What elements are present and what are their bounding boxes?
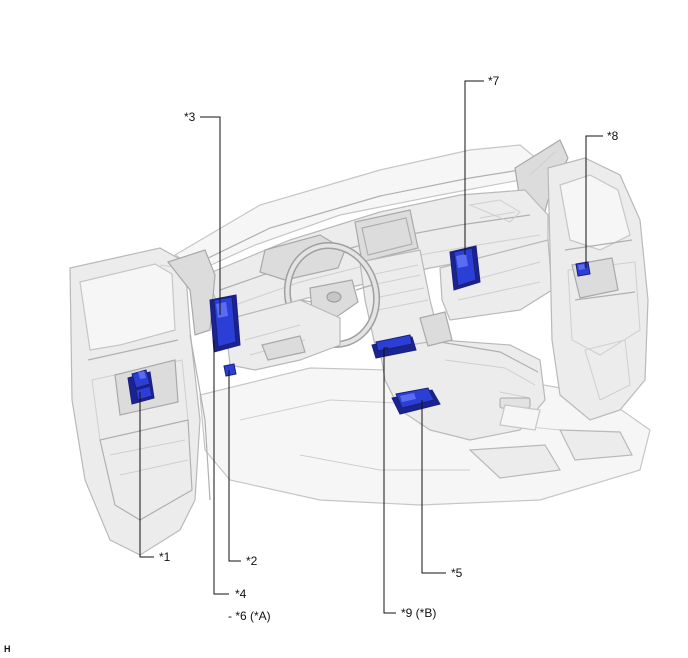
- leader-9: [383, 347, 396, 614]
- component-7-module: [449, 245, 481, 291]
- component-5-floor-module: [391, 387, 441, 415]
- callout-7: *7: [488, 74, 500, 88]
- callout-labels: *1 *2 *3 *4 *5 - *6 (*A) *7 *8 *9 (*B): [159, 74, 619, 623]
- interior-illustration: [69, 139, 651, 556]
- callout-2: *2: [246, 554, 258, 568]
- glovebox: [439, 239, 553, 321]
- corner-label: H: [4, 644, 11, 654]
- callout-5: *5: [451, 566, 463, 580]
- callout-6: - *6 (*A): [228, 609, 271, 623]
- leader-4: [213, 340, 229, 595]
- leader-8: [585, 135, 603, 268]
- leader-1: [139, 392, 154, 558]
- callout-1: *1: [159, 550, 171, 564]
- callout-3: *3: [184, 110, 196, 124]
- leader-3: [200, 116, 221, 315]
- callout-8: *8: [607, 129, 619, 143]
- component-8-right-door-switch: [575, 261, 591, 277]
- leader-lines: [139, 80, 603, 614]
- callout-4: *4: [235, 587, 247, 601]
- center-display: [354, 209, 419, 263]
- component-1-left-door-switch: [127, 369, 155, 405]
- leader-5: [421, 400, 446, 574]
- component-9-module: [371, 334, 417, 359]
- callout-9: *9 (*B): [401, 606, 436, 620]
- rear-floor-mat: [468, 444, 561, 479]
- leader-2: [228, 370, 241, 562]
- leader-7: [464, 80, 484, 255]
